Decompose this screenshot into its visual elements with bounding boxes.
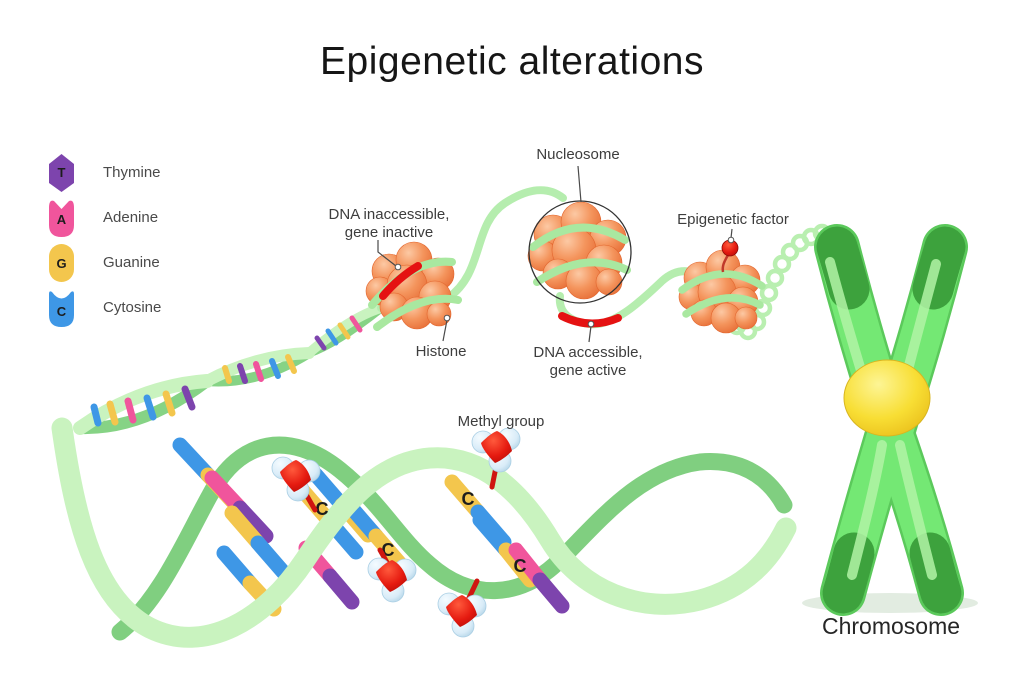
epigenetic-factor-stalk: [721, 254, 730, 273]
leader-dots: [394, 236, 735, 328]
cytosine-icon: C: [49, 290, 74, 327]
dna-inaccessible-line2: gene inactive: [344, 224, 434, 241]
dna-accessible-line2: gene active: [549, 362, 627, 379]
chromosome: [802, 224, 978, 616]
dna-inaccessible-red-segment: [379, 262, 422, 300]
diagram-title: Epigenetic alterations: [320, 40, 704, 83]
base-legend: T Thymine A Adenine G Guanine C Cytosine: [48, 150, 161, 330]
dna-double-helix: C C C C: [51, 417, 797, 648]
svg-text:C: C: [57, 304, 67, 319]
legend-item-adenine: A Adenine: [48, 195, 161, 240]
epigenetic-factor-label: Epigenetic factor: [677, 211, 789, 228]
legend-item-thymine: T Thymine: [48, 150, 161, 195]
nucleosome-center: [527, 200, 632, 304]
nucleosome-left: [365, 241, 462, 331]
histone-label: Histone: [415, 343, 467, 360]
svg-text:A: A: [57, 212, 67, 227]
legend-label: Adenine: [103, 209, 159, 226]
dna-inaccessible-line1: DNA inaccessible,: [328, 206, 450, 223]
centromere: [843, 359, 931, 437]
nucleosome-circle-outline: [528, 200, 632, 304]
svg-text:C: C: [316, 499, 329, 519]
dna-accessible-line1: DNA accessible,: [533, 344, 643, 361]
chromosome-label: Chromosome: [821, 613, 961, 639]
nucleosome-label: Nucleosome: [536, 146, 620, 163]
helix-back-ribbon: [111, 436, 793, 641]
methyl-group-label: Methyl group: [457, 413, 545, 430]
dna-accessible-label: DNA accessible, gene active: [508, 344, 668, 380]
legend-label: Cytosine: [103, 299, 162, 316]
helix-front-ribbon: [51, 417, 797, 648]
legend-item-guanine: G Guanine: [48, 240, 161, 285]
nucleosome-right: [678, 239, 766, 334]
svg-text:G: G: [56, 256, 66, 271]
legend-item-cytosine: C Cytosine: [48, 285, 161, 330]
leader-lines: [377, 165, 733, 343]
thymine-icon: T: [49, 153, 74, 192]
legend-label: Thymine: [103, 164, 161, 181]
svg-text:C: C: [514, 556, 527, 576]
dna-twist-chain: [73, 303, 386, 435]
methyl-groups: [271, 427, 521, 638]
svg-text:C: C: [462, 489, 475, 509]
svg-text:T: T: [58, 165, 66, 180]
base-pair-rungs: [172, 437, 570, 617]
legend-label: Guanine: [103, 254, 160, 271]
adenine-icon: A: [49, 200, 74, 237]
dna-inaccessible-label: DNA inaccessible, gene inactive: [306, 206, 472, 242]
guanine-icon: G: [49, 243, 74, 282]
